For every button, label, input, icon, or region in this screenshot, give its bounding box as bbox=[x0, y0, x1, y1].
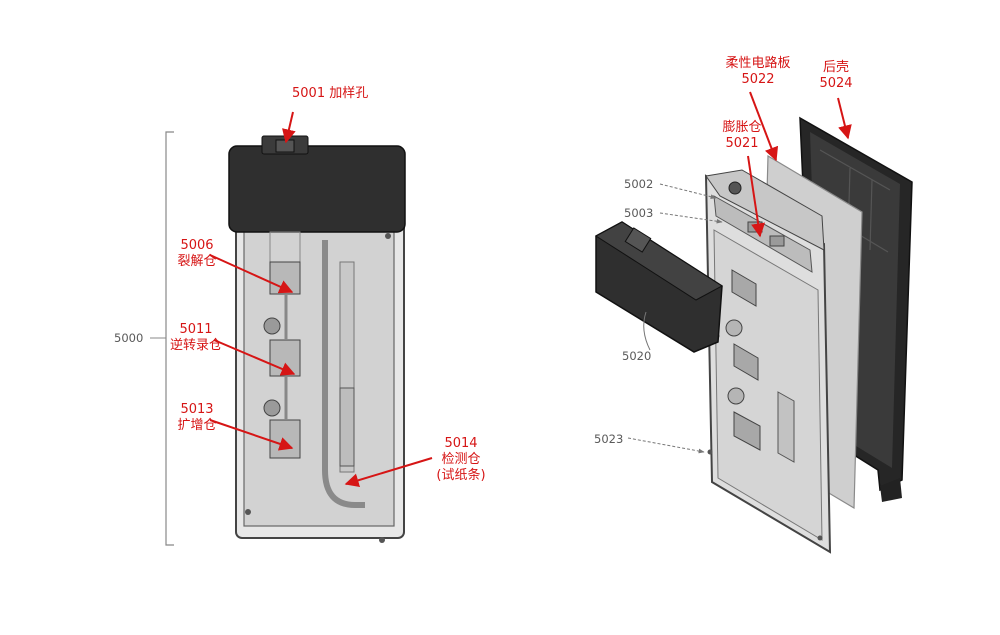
ref-5003: 5003 bbox=[624, 206, 654, 220]
ref-5002: 5002 bbox=[624, 177, 654, 191]
callout-flex-pcb: 柔性电路板 5022 bbox=[716, 56, 800, 88]
callout-code: 5024 bbox=[819, 76, 853, 91]
ref-5023: 5023 bbox=[594, 432, 624, 446]
exploded-view bbox=[595, 91, 913, 554]
callout-code: 5001 bbox=[292, 86, 326, 101]
callout-detection-chamber: 5014 检测仓 (试纸条) bbox=[426, 436, 496, 484]
callout-name: 膨胀仓 bbox=[722, 120, 762, 135]
ref-5020: 5020 bbox=[622, 349, 652, 363]
assembled-cartridge bbox=[150, 111, 433, 546]
cap bbox=[228, 145, 406, 233]
callout-code: 5013 bbox=[180, 402, 214, 417]
ref-5000: 5000 bbox=[114, 331, 144, 345]
callout-name: 逆转录仓 bbox=[169, 338, 222, 353]
callout-code: 5006 bbox=[180, 238, 214, 253]
callout-sample-port: 5001 加样孔 bbox=[292, 86, 368, 102]
callout-name: 后壳 bbox=[822, 60, 849, 75]
callout-back-shell: 后壳 5024 bbox=[812, 60, 860, 92]
callout-name: 检测仓 bbox=[441, 452, 481, 467]
callout-name: 柔性电路板 bbox=[725, 56, 791, 71]
callout-amp-chamber: 5013 扩增仓 bbox=[172, 402, 222, 434]
callout-code: 5022 bbox=[741, 72, 775, 87]
callout-note: (试纸条) bbox=[436, 468, 486, 483]
callout-rt-chamber: 5011 逆转录仓 bbox=[164, 322, 228, 354]
callout-lysis-chamber: 5006 裂解仓 bbox=[172, 238, 222, 270]
callout-code: 5021 bbox=[725, 136, 759, 151]
callout-name: 裂解仓 bbox=[177, 254, 217, 269]
callout-code: 5011 bbox=[179, 322, 213, 337]
callout-name: 扩增仓 bbox=[177, 418, 217, 433]
amp-chamber bbox=[269, 419, 301, 459]
callout-expansion-chamber: 膨胀仓 5021 bbox=[712, 120, 772, 152]
callout-name: 加样孔 bbox=[329, 86, 369, 101]
callout-code: 5014 bbox=[444, 436, 478, 451]
